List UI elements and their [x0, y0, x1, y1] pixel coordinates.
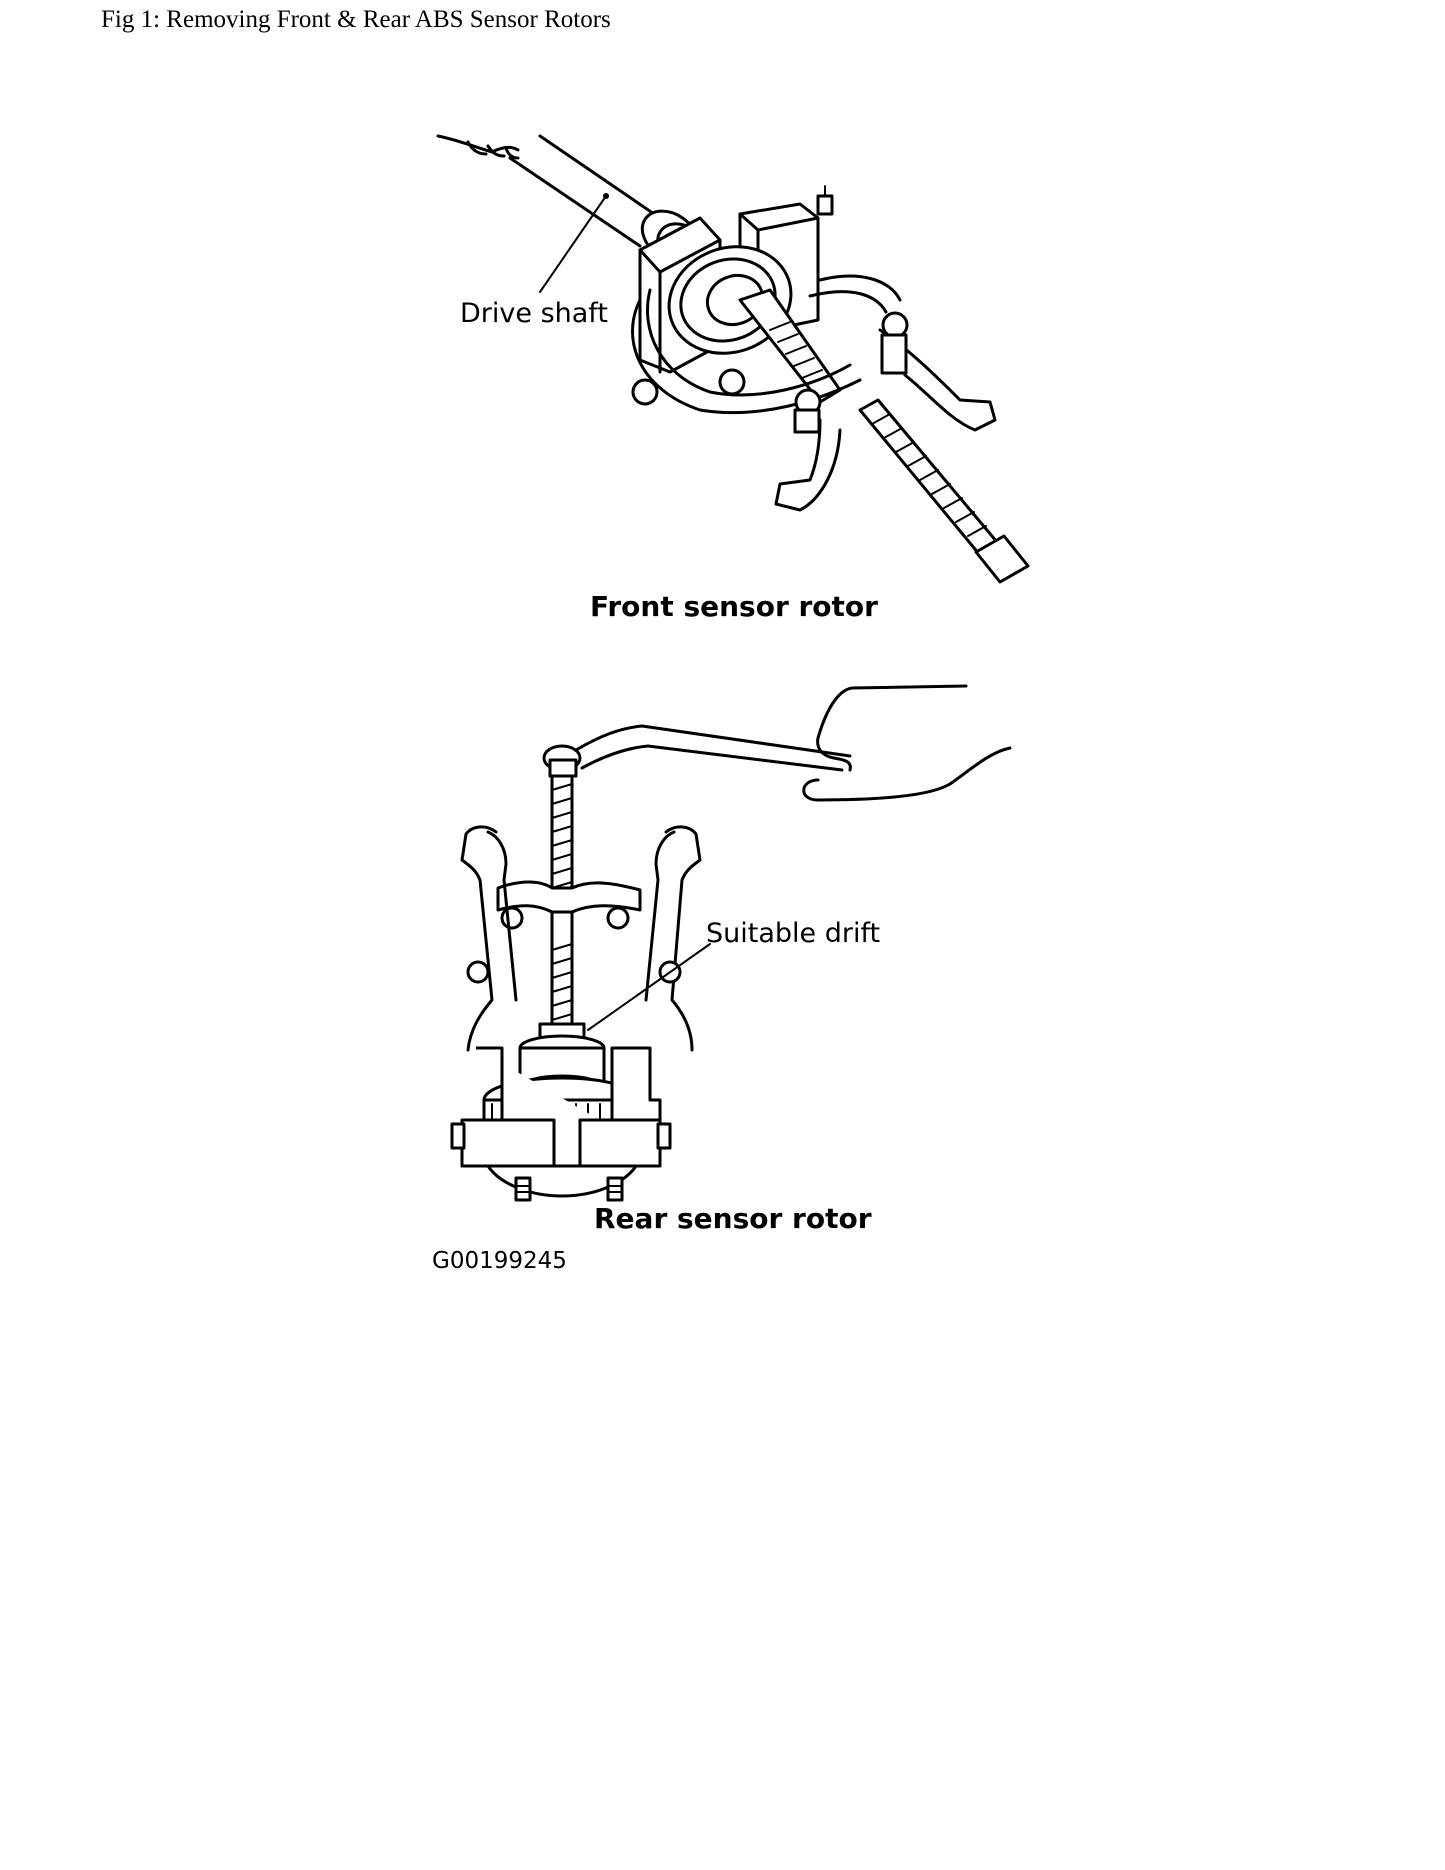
rear-handle-lower [580, 744, 844, 772]
drive-shaft-lower-edge [508, 156, 642, 248]
drive-shaft-leader [539, 195, 607, 293]
front-sensor-rotor-label: Front sensor rotor [590, 590, 878, 623]
front-forcing-screw [858, 398, 1004, 562]
rear-handle-upper [574, 724, 852, 758]
front-lower-jaw [774, 418, 842, 512]
graphic-code: G00199245 [432, 1248, 567, 1274]
rear-cross-beam [496, 880, 642, 914]
figure-caption: Fig 1: Removing Front & Rear ABS Sensor … [101, 6, 611, 33]
suitable-drift-leader [587, 943, 711, 1031]
drive-shaft-upper-edge [538, 134, 662, 220]
front-screw-head [974, 534, 1030, 584]
rear-hand-outline [816, 684, 968, 760]
rear-left-jaw [460, 825, 498, 1052]
rear-right-jaw [664, 825, 702, 1052]
suitable-drift-label: Suitable drift [706, 918, 880, 949]
rear-sensor-rotor-label: Rear sensor rotor [594, 1202, 872, 1235]
rear-assembly-drawing [450, 684, 1012, 1202]
front-assembly-drawing [436, 134, 1030, 584]
rear-plate-left [460, 1118, 556, 1168]
rear-plate-right [578, 1118, 662, 1168]
drive-shaft-label: Drive shaft [460, 298, 608, 329]
front-right-jaw [878, 328, 997, 432]
